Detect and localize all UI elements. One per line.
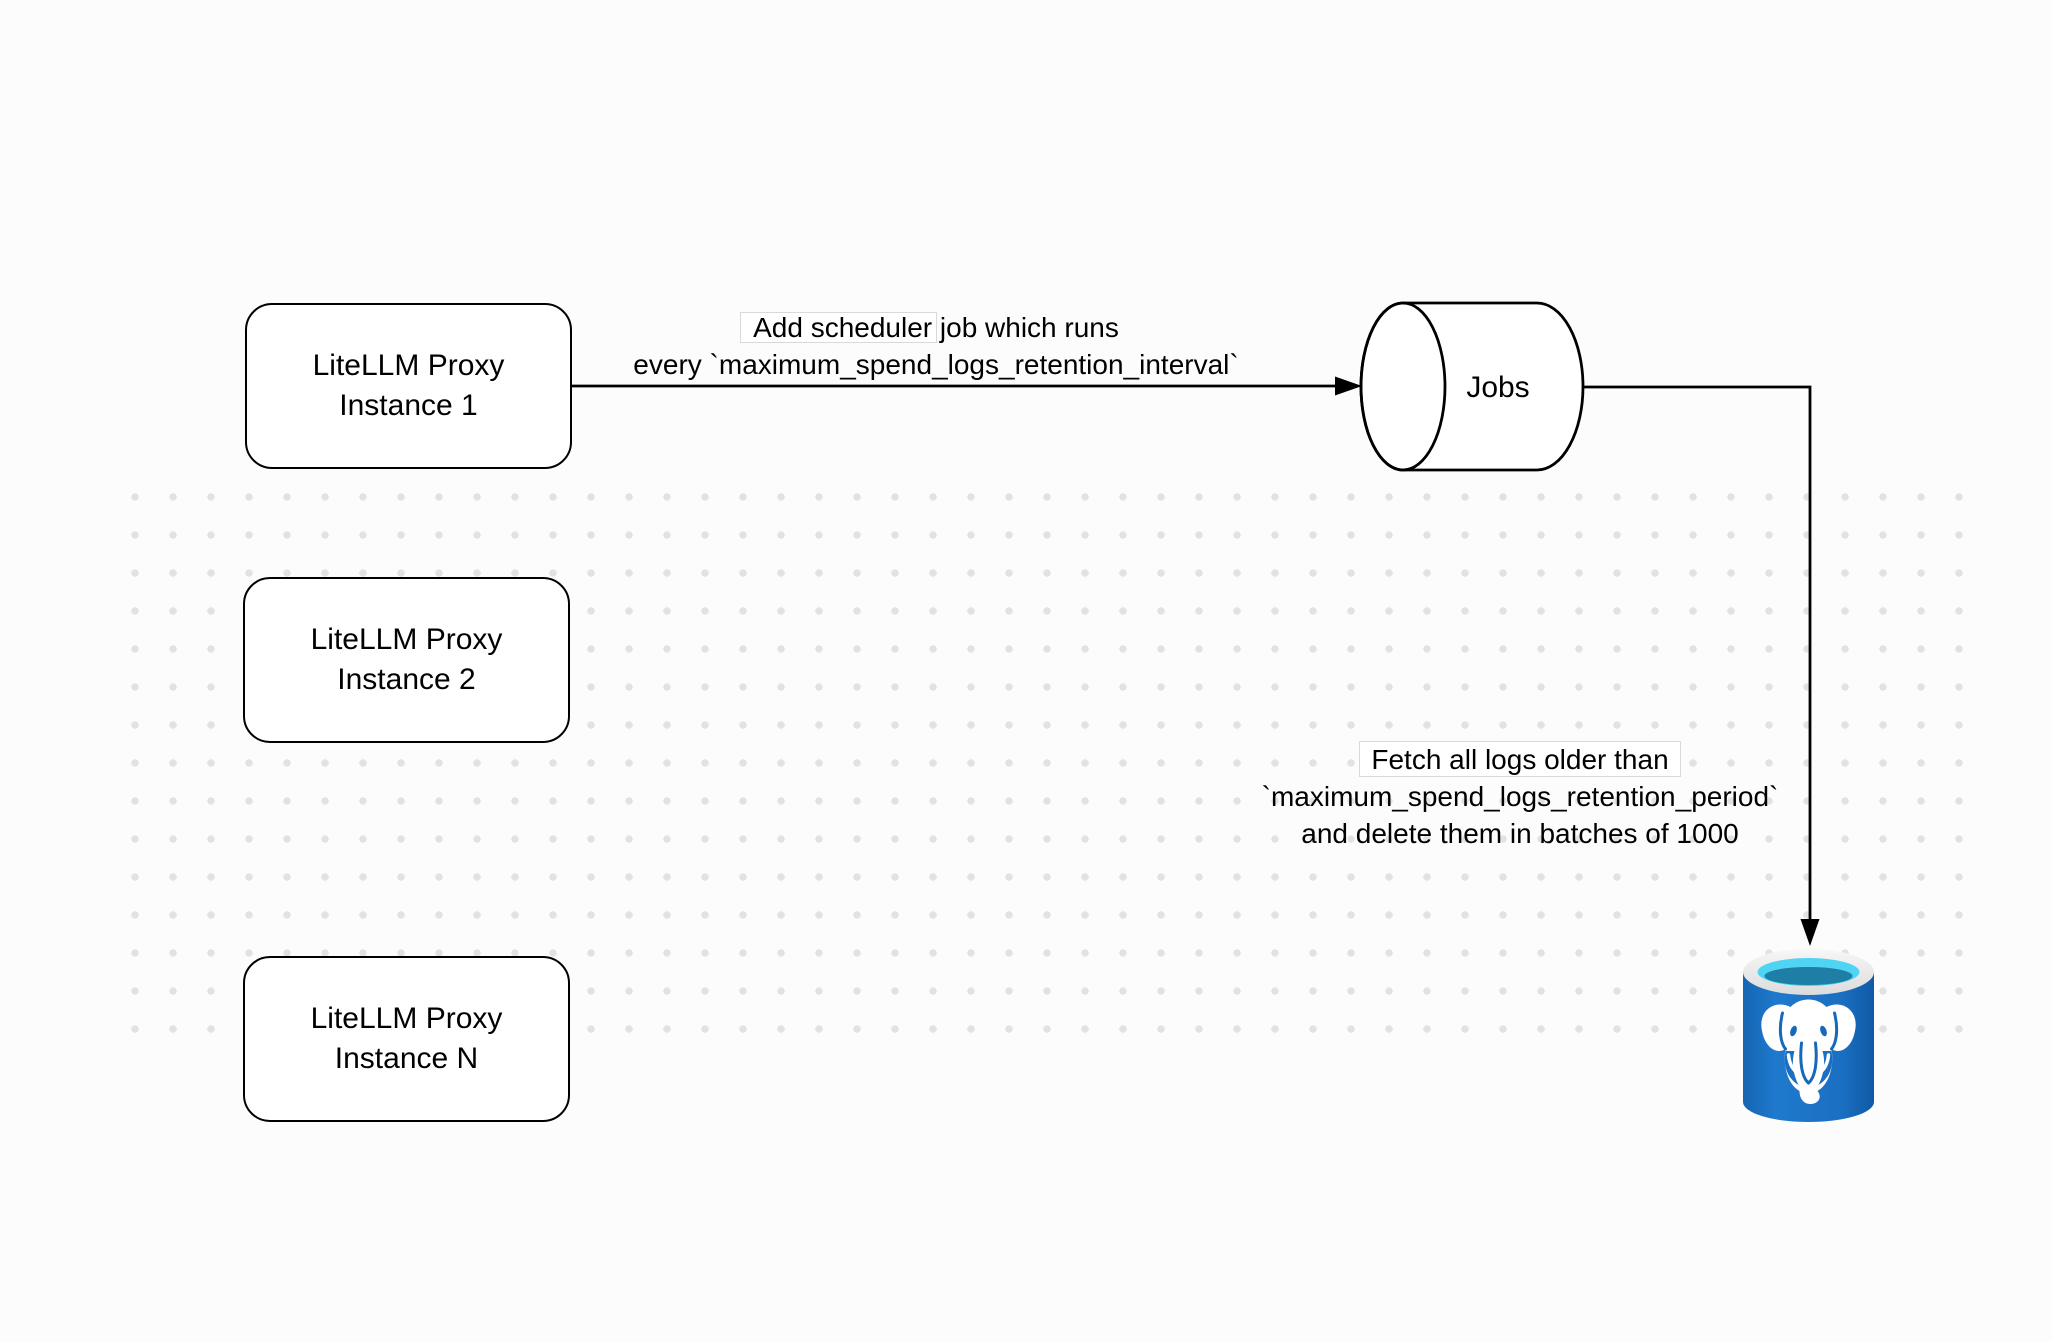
db-cylinder-opening-depth <box>1764 967 1853 985</box>
arrowhead-down-icon <box>1800 919 1820 946</box>
edge-label-line2: `maximum_spend_logs_retention_period` <box>1261 781 1779 812</box>
edge-label-line1: Fetch all logs older than <box>1371 744 1669 775</box>
node-litellm-proxy-instance-2: LiteLLM Proxy Instance 2 <box>243 577 570 743</box>
jobs-node-label: Jobs <box>1466 371 1529 404</box>
edge-label-line3: and delete them in batches of 1000 <box>1301 818 1739 849</box>
edge-label-line1: Add scheduler job which runs <box>753 312 1119 343</box>
edge-label-background <box>740 312 937 343</box>
node-label-line1: LiteLLM Proxy <box>310 623 503 656</box>
postgres-elephant-icon <box>1761 999 1856 1104</box>
node-litellm-proxy-instance-1: LiteLLM Proxy Instance 1 <box>245 303 572 469</box>
edge-label-add-scheduler: Add scheduler job which runs every `maxi… <box>536 309 1336 383</box>
node-label-line2: Instance N <box>334 1042 479 1075</box>
edge-add-scheduler-arrow <box>570 376 1362 396</box>
jobs-queue-node: Jobs <box>1359 301 1585 472</box>
node-label-line1: LiteLLM Proxy <box>310 1002 503 1035</box>
edge-fetch-delete-arrow <box>1583 385 1820 946</box>
edge-label-line2: every `maximum_spend_logs_retention_inte… <box>633 349 1239 380</box>
edge-label-background <box>1359 741 1681 777</box>
cylinder-left-rim <box>1359 301 1447 472</box>
node-label-line2: Instance 2 <box>337 663 476 696</box>
node-label-line2: Instance 1 <box>339 389 478 422</box>
edge-label-fetch-delete: Fetch all logs older than `maximum_spend… <box>1170 741 1870 852</box>
node-litellm-proxy-instance-n: LiteLLM Proxy Instance N <box>243 956 570 1122</box>
arrowhead-right-icon <box>1335 376 1362 396</box>
node-label-line1: LiteLLM Proxy <box>312 349 505 382</box>
postgresql-database-icon <box>1743 949 1874 1122</box>
